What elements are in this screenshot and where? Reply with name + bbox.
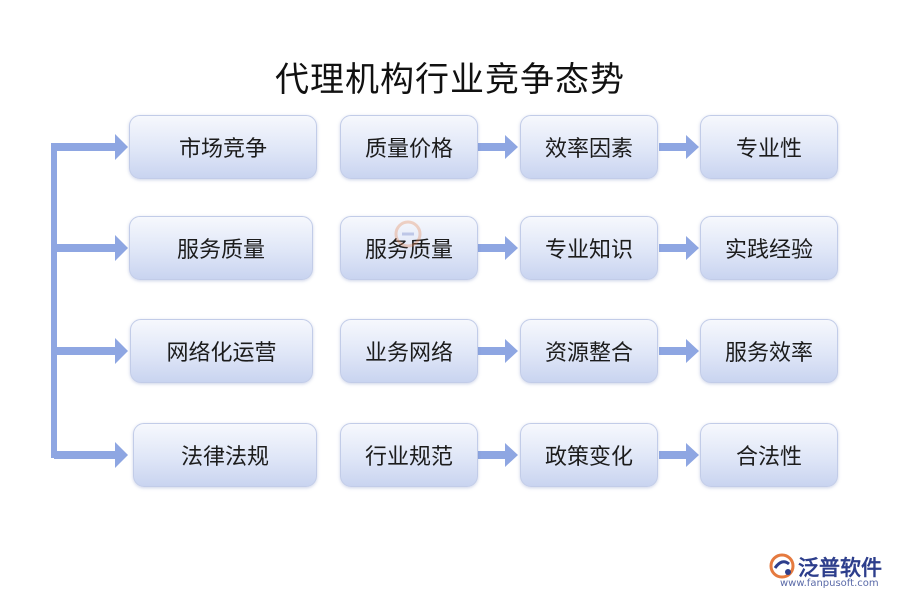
arrow-r4-c3-c4 bbox=[659, 443, 699, 467]
node-r3-c2: 业务网络 bbox=[340, 319, 478, 383]
branch-arrow-row-1 bbox=[54, 134, 128, 160]
node-r4-c1: 法律法规 bbox=[133, 423, 317, 487]
diagram-title: 代理机构行业竞争态势 bbox=[275, 60, 625, 100]
node-r2-c3: 专业知识 bbox=[520, 216, 658, 280]
brand-url: www.fanpusoft.com bbox=[780, 578, 879, 589]
arrow-r1-c3-c4 bbox=[659, 135, 699, 159]
node-r4-c4: 合法性 bbox=[700, 423, 838, 487]
node-r2-c1: 服务质量 bbox=[129, 216, 313, 280]
node-r1-c1: 市场竞争 bbox=[129, 115, 317, 179]
watermark-emblem-icon bbox=[394, 220, 422, 248]
node-r3-c1: 网络化运营 bbox=[130, 319, 313, 383]
spine-line bbox=[51, 143, 57, 458]
node-r1-c3: 效率因素 bbox=[520, 115, 658, 179]
brand-logo-icon bbox=[769, 553, 795, 579]
node-r1-c2: 质量价格 bbox=[340, 115, 478, 179]
node-r2-c4: 实践经验 bbox=[700, 216, 838, 280]
branch-arrow-row-2 bbox=[54, 235, 128, 261]
arrow-r3-c2-c3 bbox=[478, 339, 518, 363]
arrow-r3-c3-c4 bbox=[659, 339, 699, 363]
node-r3-c4: 服务效率 bbox=[700, 319, 838, 383]
node-r4-c3: 政策变化 bbox=[520, 423, 658, 487]
node-r2-c2: 服务质量 bbox=[340, 216, 478, 280]
brand-name: 泛普软件 bbox=[798, 556, 882, 580]
node-r4-c2: 行业规范 bbox=[340, 423, 478, 487]
arrow-r2-c2-c3 bbox=[478, 236, 518, 260]
arrow-r4-c2-c3 bbox=[478, 443, 518, 467]
node-r1-c4: 专业性 bbox=[700, 115, 838, 179]
branch-arrow-row-4 bbox=[54, 442, 128, 468]
arrow-r2-c3-c4 bbox=[659, 236, 699, 260]
brand-logo: 泛普软件 www.fanpusoft.com bbox=[768, 552, 893, 592]
node-r3-c3: 资源整合 bbox=[520, 319, 658, 383]
branch-arrow-row-3 bbox=[54, 338, 128, 364]
arrow-r1-c2-c3 bbox=[478, 135, 518, 159]
